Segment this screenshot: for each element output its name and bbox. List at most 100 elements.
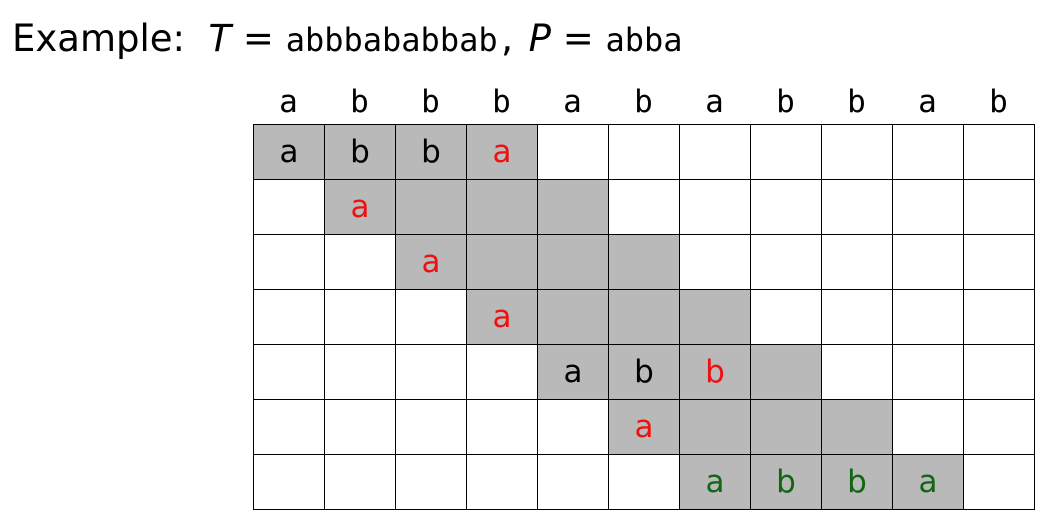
grid-cell: a: [466, 124, 538, 180]
text-char: b: [350, 84, 369, 120]
pattern-char: b: [705, 354, 725, 390]
pattern-char: b: [350, 134, 370, 170]
grid-cell: [466, 454, 538, 510]
grid-cell: [821, 399, 893, 455]
grid-cell: a: [537, 344, 609, 400]
grid-cell: b: [395, 124, 467, 180]
grid-cell: b: [750, 454, 822, 510]
grid-cell: [253, 344, 325, 400]
grid-cell: [963, 289, 1035, 345]
grid-cell: [608, 454, 680, 510]
grid-cell: [963, 234, 1035, 290]
pattern-char: a: [492, 134, 512, 170]
pattern-char: b: [421, 134, 441, 170]
grid-cell: [892, 399, 964, 455]
grid-cell: [466, 399, 538, 455]
grid-cell: [253, 454, 325, 510]
grid-cell: [466, 179, 538, 235]
grid-cell: a: [892, 454, 964, 510]
pattern-char: b: [776, 464, 796, 500]
text-char: b: [989, 84, 1008, 120]
grid-cell: a: [253, 124, 325, 180]
pattern-char: a: [705, 464, 725, 500]
text-char: a: [279, 84, 298, 120]
text-char: a: [705, 84, 724, 120]
alignment-row: a: [253, 179, 1035, 235]
text-value: abbbababbab,: [285, 21, 517, 59]
pattern-char: a: [421, 244, 441, 280]
text-char: b: [421, 84, 440, 120]
grid-cell: [892, 124, 964, 180]
grid-cell: [892, 179, 964, 235]
pattern-char: a: [350, 189, 370, 225]
grid-cell: [821, 179, 893, 235]
grid-cell: [537, 399, 609, 455]
grid-cell: [963, 399, 1035, 455]
grid-cell: [963, 179, 1035, 235]
grid-cell: [679, 179, 751, 235]
grid-cell: [537, 179, 609, 235]
example-title: Example: T = abbbababbab, P = abba: [12, 14, 683, 65]
grid-cell: [750, 399, 822, 455]
grid-cell: [963, 454, 1035, 510]
grid-cell: [679, 234, 751, 290]
alignment-row: a: [253, 234, 1035, 290]
example-label: Example:: [12, 17, 185, 60]
grid-cell: [750, 124, 822, 180]
alignment-row: a: [253, 289, 1035, 345]
grid-cell: [395, 344, 467, 400]
grid-cell: [253, 179, 325, 235]
grid-cell: a: [608, 399, 680, 455]
grid-cell: [395, 179, 467, 235]
pattern-char: a: [279, 134, 299, 170]
grid-cell: a: [324, 179, 396, 235]
grid-cell: a: [679, 454, 751, 510]
grid-cell: [679, 399, 751, 455]
equals-sign: =: [562, 17, 594, 60]
pattern-char: a: [492, 299, 512, 335]
grid-cell: b: [679, 344, 751, 400]
grid-cell: [608, 234, 680, 290]
grid-cell: [821, 234, 893, 290]
grid-cell: [466, 234, 538, 290]
grid-cell: b: [608, 344, 680, 400]
grid-cell: [395, 399, 467, 455]
grid-cell: [821, 289, 893, 345]
grid-cell: [750, 234, 822, 290]
grid-cell: [324, 399, 396, 455]
grid-cell: [750, 179, 822, 235]
text-char: a: [563, 84, 582, 120]
pattern-symbol: P: [528, 17, 551, 60]
grid-cell: [679, 124, 751, 180]
grid-cell: [679, 289, 751, 345]
grid-cell: [324, 344, 396, 400]
grid-cell: [892, 289, 964, 345]
grid-cell: [750, 344, 822, 400]
grid-cell: b: [821, 454, 893, 510]
alignment-row: a: [253, 399, 1035, 455]
text-char: b: [776, 84, 795, 120]
pattern-value: abba: [605, 21, 683, 59]
grid-cell: [537, 454, 609, 510]
pattern-char: a: [918, 464, 938, 500]
grid-cell: a: [395, 234, 467, 290]
grid-cell: [253, 399, 325, 455]
grid-cell: [324, 234, 396, 290]
grid-cell: [608, 179, 680, 235]
grid-cell: [963, 344, 1035, 400]
grid-cell: [395, 289, 467, 345]
equals-sign: =: [242, 17, 274, 60]
grid-cell: [324, 454, 396, 510]
grid-cell: [821, 344, 893, 400]
grid-cell: [253, 289, 325, 345]
grid-cell: a: [466, 289, 538, 345]
grid-cell: [466, 344, 538, 400]
grid-cell: [537, 289, 609, 345]
pattern-char: a: [563, 354, 583, 390]
grid-cell: [537, 234, 609, 290]
text-char: a: [918, 84, 937, 120]
text-symbol: T: [208, 17, 232, 60]
grid-cell: [750, 289, 822, 345]
text-char: b: [492, 84, 511, 120]
